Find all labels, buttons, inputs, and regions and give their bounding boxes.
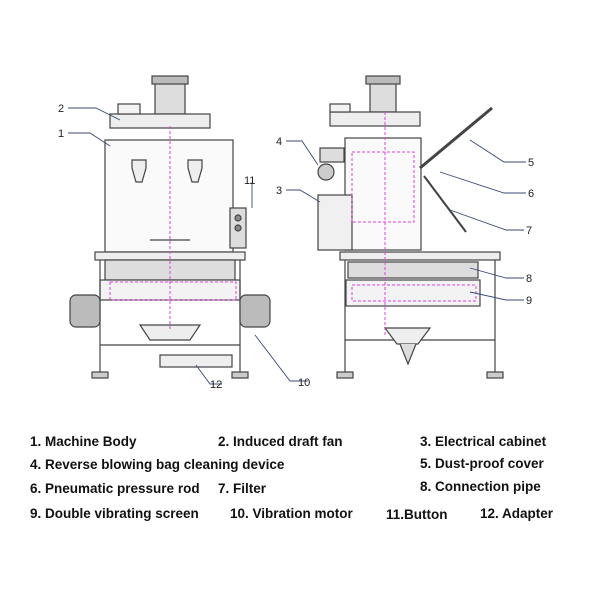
legend-item-1: 1. Machine Body — [30, 434, 137, 449]
callout-4: 4 — [276, 136, 282, 148]
callout-2: 2 — [58, 103, 64, 115]
legend-item-12: 12. Adapter — [480, 506, 554, 521]
reverse-blowing-device — [317, 163, 335, 181]
callout-10: 10 — [298, 377, 310, 389]
callout-7: 7 — [526, 225, 532, 237]
legend-item-4: 4. Reverse blowing bag cleaning device — [30, 457, 285, 472]
electrical-cabinet — [317, 194, 353, 251]
adapter-pipe — [159, 354, 233, 368]
legend-item-5: 5. Dust-proof cover — [420, 456, 544, 471]
callout-9: 9 — [526, 295, 532, 307]
leader-lines — [68, 107, 526, 385]
vibration-motor-right — [239, 294, 271, 328]
pneumatic-rod — [423, 175, 467, 233]
callout-6: 6 — [528, 188, 534, 200]
legend-item-11: 11.Button — [386, 507, 448, 522]
filter-elements — [351, 151, 415, 223]
callout-8: 8 — [526, 273, 532, 285]
legend-item-9: 9. Double vibrating screen — [30, 506, 199, 521]
legend-item-8: 8. Connection pipe — [420, 479, 541, 494]
dust-proof-cover — [419, 106, 493, 170]
fan-motor-front — [154, 79, 186, 115]
legend-item-10: 10. Vibration motor — [230, 506, 353, 521]
callout-3: 3 — [276, 185, 282, 197]
filter-body-side — [344, 137, 422, 251]
double-vibrating-screen — [347, 261, 479, 279]
legend-item-2: 2. Induced draft fan — [218, 434, 343, 449]
legend-item-7: 7. Filter — [218, 481, 267, 496]
induced-draft-fan-front — [109, 113, 211, 129]
callout-5: 5 — [528, 157, 534, 169]
legend-item-6: 6. Pneumatic pressure rod — [30, 481, 200, 496]
callout-1: 1 — [58, 128, 64, 140]
legend-item-3: 3. Electrical cabinet — [420, 434, 547, 449]
callout-11: 11 — [244, 175, 255, 187]
side-view — [317, 75, 504, 379]
machine-body-front — [104, 139, 234, 253]
callout-12: 12 — [210, 379, 222, 391]
fan-motor-side — [369, 79, 397, 113]
vibration-motor-left — [69, 294, 101, 328]
